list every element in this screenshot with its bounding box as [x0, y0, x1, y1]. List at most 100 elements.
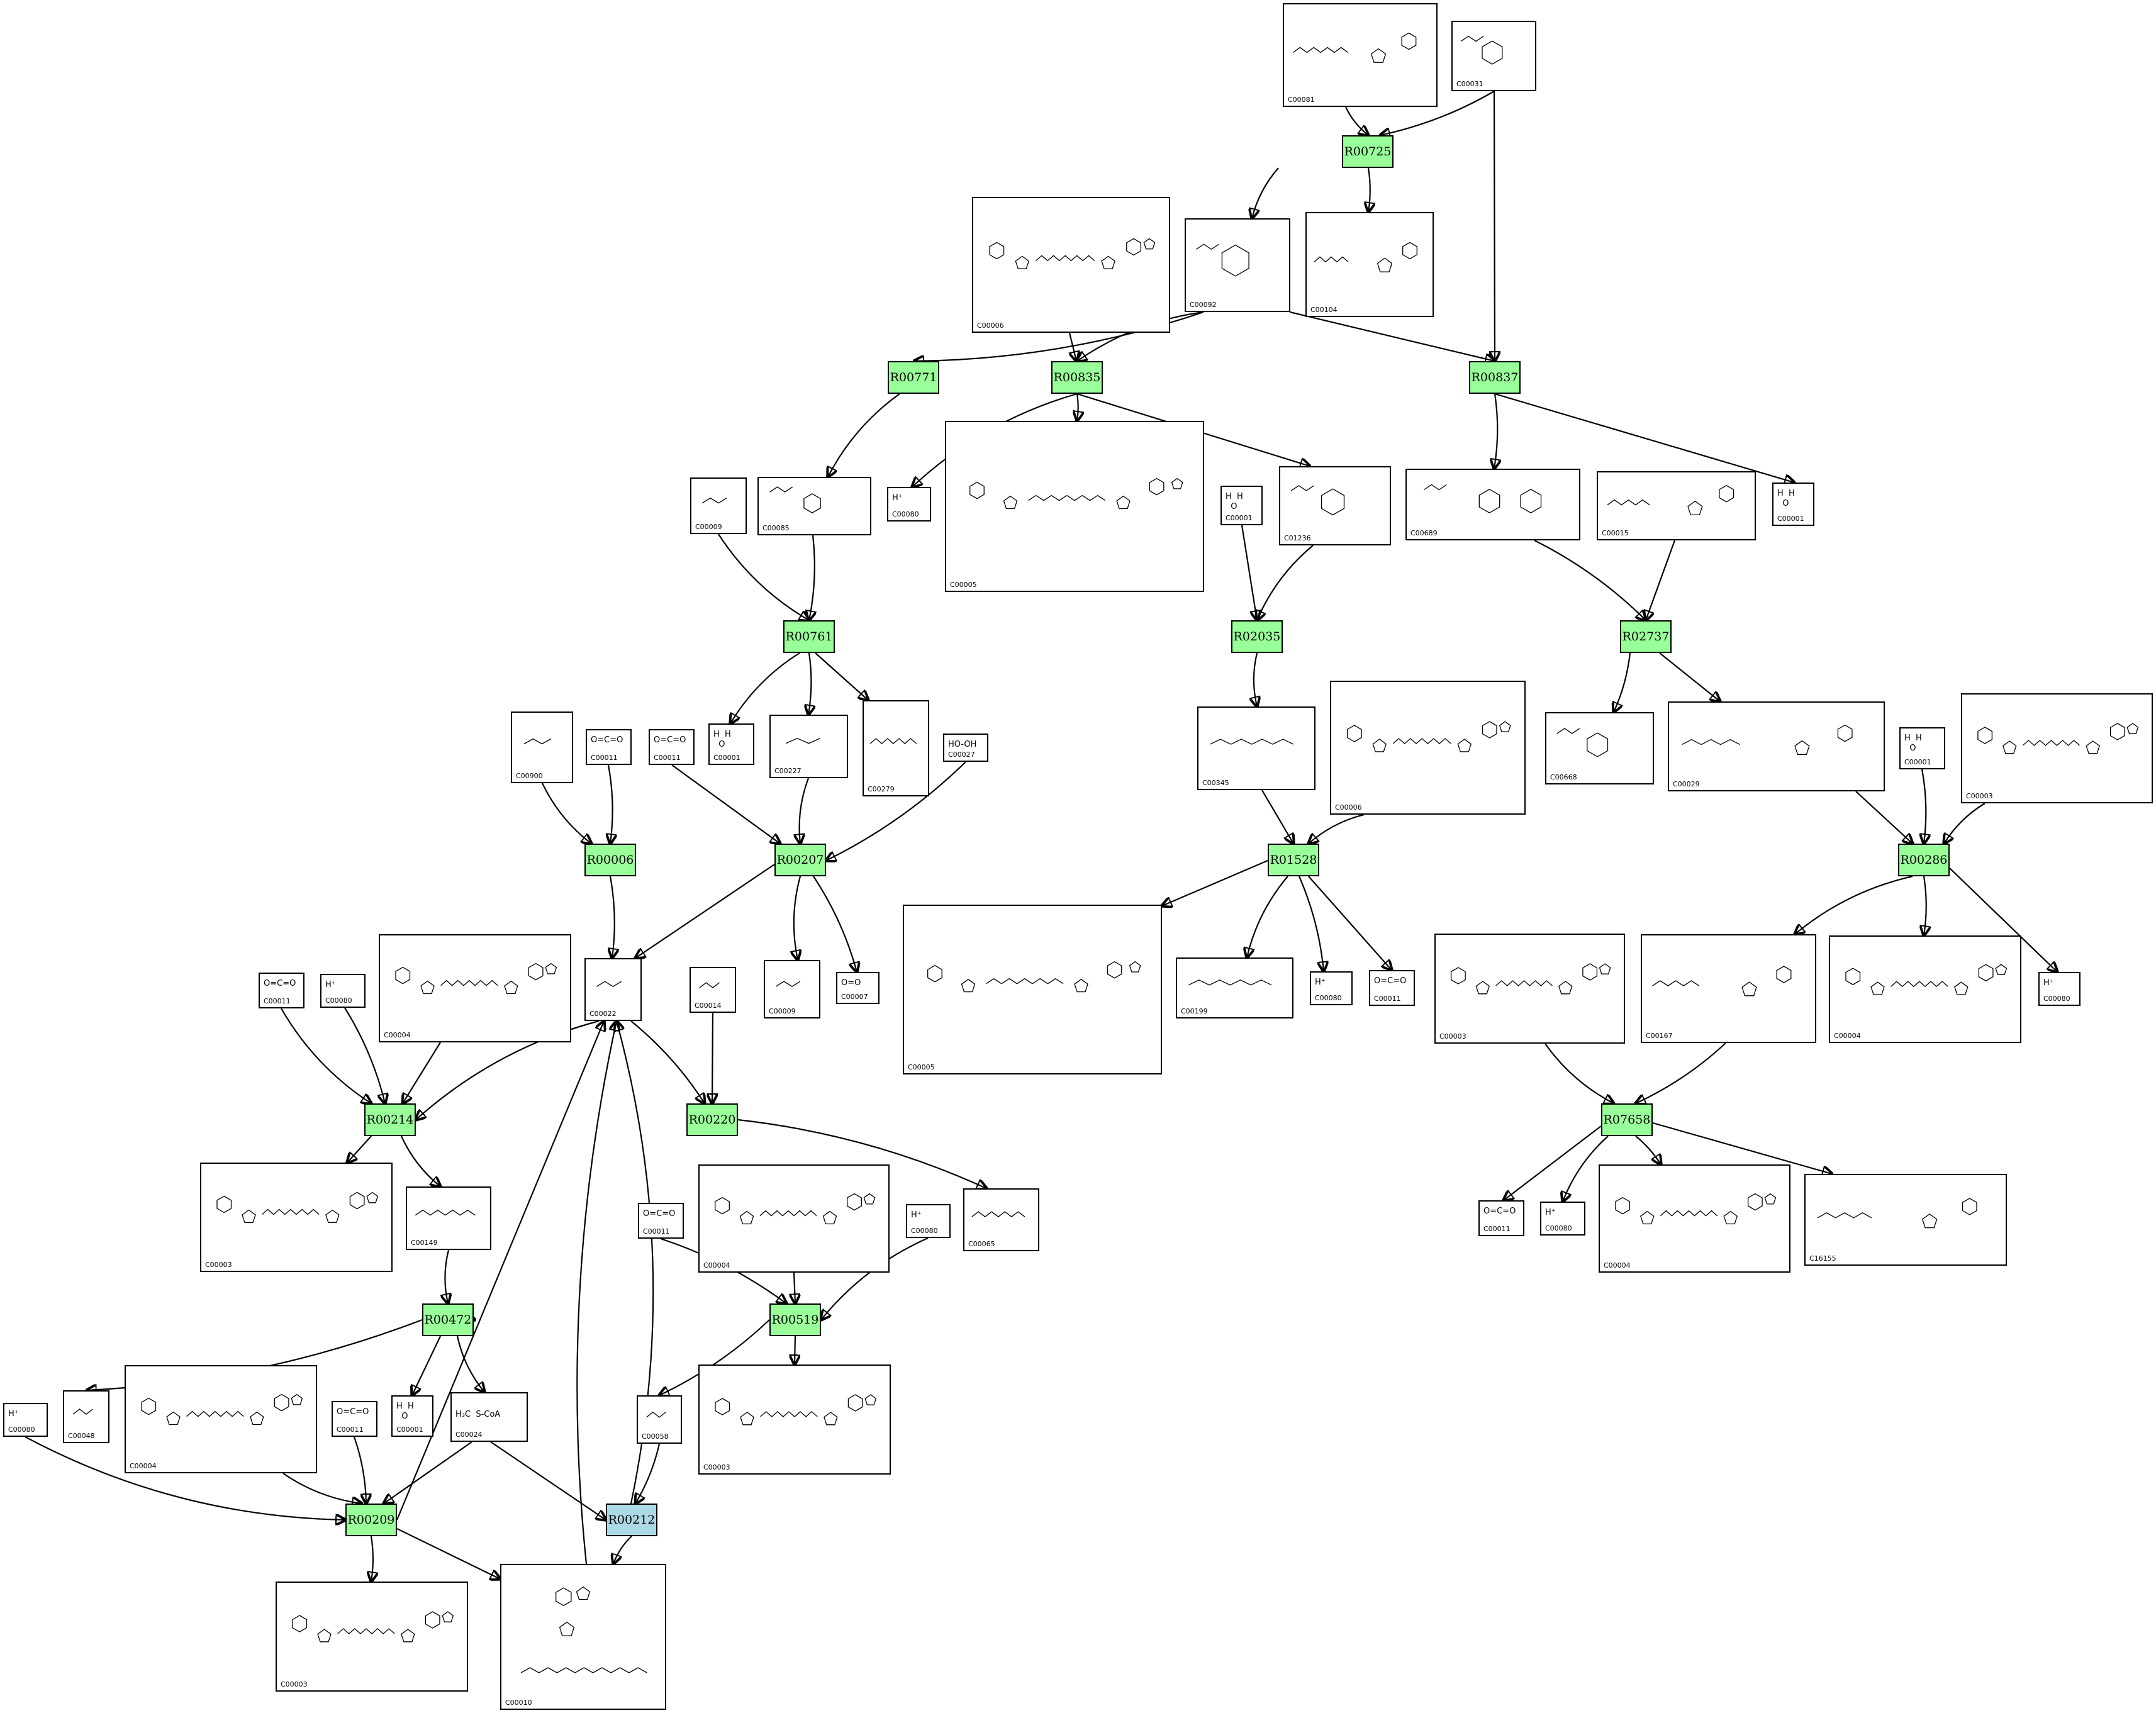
compound-c00104[interactable]: C00104: [1305, 212, 1434, 317]
compound-c00003[interactable]: C00003: [1434, 934, 1625, 1044]
reaction-r00207[interactable]: R00207: [774, 844, 826, 876]
compound-c00003[interactable]: C00003: [1961, 693, 2153, 803]
compound-label: H H O: [1777, 489, 1795, 508]
compound-c00149[interactable]: C00149: [406, 1186, 491, 1250]
reaction-r02737[interactable]: R02737: [1620, 620, 1672, 653]
compound-c00048[interactable]: C00048: [63, 1390, 109, 1443]
compound-c00080[interactable]: H⁺C00080: [906, 1204, 951, 1238]
compound-id: C00003: [1966, 792, 1993, 800]
reaction-edge: [490, 1441, 606, 1520]
reaction-r00761[interactable]: R00761: [783, 620, 835, 653]
compound-c00080[interactable]: H⁺C00080: [1310, 971, 1353, 1005]
reaction-r00472[interactable]: R00472: [422, 1303, 474, 1336]
compound-c00345[interactable]: C00345: [1197, 706, 1315, 790]
reaction-r00212[interactable]: R00212: [606, 1504, 657, 1536]
compound-id: C00080: [1315, 994, 1342, 1002]
reaction-edge: [815, 652, 868, 700]
compound-id: C00900: [516, 772, 543, 780]
compound-c00080[interactable]: H⁺C00080: [320, 974, 366, 1008]
reaction-r00006[interactable]: R00006: [584, 844, 636, 876]
compound-c00031[interactable]: C00031: [1451, 21, 1536, 91]
compound-id: C00104: [1310, 306, 1338, 314]
compound-c00085[interactable]: C00085: [757, 477, 871, 535]
compound-c00010[interactable]: C00010: [500, 1564, 666, 1710]
compound-c00080[interactable]: H⁺C00080: [887, 487, 931, 522]
compound-c00005[interactable]: C00005: [945, 421, 1204, 592]
reaction-r02035[interactable]: R02035: [1231, 620, 1283, 653]
reaction-r00214[interactable]: R00214: [364, 1103, 416, 1136]
compound-c00006[interactable]: C00006: [1330, 681, 1526, 815]
structure-icon: [785, 737, 820, 744]
compound-c00080[interactable]: H⁺C00080: [2038, 972, 2081, 1006]
compound-c00003[interactable]: C00003: [200, 1163, 393, 1272]
reaction-r00209[interactable]: R00209: [345, 1504, 397, 1536]
compound-id: C00011: [591, 754, 618, 762]
compound-c00080[interactable]: H⁺C00080: [1540, 1202, 1585, 1236]
reaction-r00835[interactable]: R00835: [1051, 361, 1103, 394]
compound-c00092[interactable]: C00092: [1185, 218, 1290, 312]
compound-label: H H O: [713, 730, 731, 749]
compound-c00014[interactable]: C00014: [690, 967, 736, 1013]
reaction-r00220[interactable]: R00220: [686, 1103, 738, 1136]
reaction-edge: [1922, 769, 1926, 844]
compound-c00081[interactable]: C00081: [1283, 3, 1438, 107]
reaction-r00837[interactable]: R00837: [1469, 361, 1521, 394]
reaction-r01528[interactable]: R01528: [1268, 844, 1319, 876]
compound-c00080[interactable]: H⁺C00080: [3, 1403, 48, 1437]
reaction-r00771[interactable]: R00771: [888, 361, 939, 394]
reaction-r00725[interactable]: R00725: [1342, 135, 1394, 168]
compound-c00668[interactable]: C00668: [1545, 712, 1654, 784]
compound-c00279[interactable]: C00279: [863, 700, 929, 796]
compound-c00009[interactable]: C00009: [764, 960, 820, 1018]
compound-c00004[interactable]: C00004: [1599, 1164, 1790, 1273]
reaction-edge: [800, 778, 810, 844]
compound-c00227[interactable]: C00227: [769, 715, 848, 778]
compound-c00022[interactable]: C00022: [584, 958, 642, 1021]
compound-c00015[interactable]: C00015: [1597, 471, 1756, 540]
compound-c00065[interactable]: C00065: [963, 1188, 1039, 1251]
compound-c01236[interactable]: C01236: [1279, 466, 1391, 545]
reaction-edge: [794, 876, 800, 960]
compound-id: C00001: [396, 1426, 423, 1434]
compound-c00006[interactable]: C00006: [972, 197, 1170, 333]
compound-id: C00010: [505, 1699, 532, 1707]
compound-id: C00029: [1673, 780, 1700, 788]
compound-c00900[interactable]: C00900: [511, 711, 573, 783]
compound-c00004[interactable]: C00004: [698, 1164, 890, 1273]
compound-id: C00003: [205, 1261, 232, 1269]
reaction-r07658[interactable]: R07658: [1601, 1103, 1653, 1136]
reaction-r00286[interactable]: R00286: [1898, 844, 1950, 876]
compound-c00029[interactable]: C00029: [1668, 701, 1885, 791]
reaction-edge: [808, 652, 811, 715]
compound-c00005[interactable]: C00005: [903, 905, 1162, 1074]
compound-c00004[interactable]: C00004: [125, 1365, 317, 1473]
compound-c00004[interactable]: C00004: [1829, 935, 2021, 1043]
compound-c00058[interactable]: C00058: [637, 1395, 682, 1444]
compound-c00004[interactable]: C00004: [379, 934, 571, 1042]
reaction-edge: [1534, 540, 1646, 620]
compound-c00003[interactable]: C00003: [276, 1582, 468, 1692]
compound-c16155[interactable]: C16155: [1804, 1174, 2007, 1266]
compound-c00167[interactable]: C00167: [1641, 934, 1816, 1043]
compound-c00689[interactable]: C00689: [1405, 469, 1580, 540]
compound-c00003[interactable]: C00003: [698, 1364, 891, 1475]
compound-c00009[interactable]: C00009: [690, 477, 747, 534]
reaction-r00519[interactable]: R00519: [769, 1303, 821, 1336]
reaction-edge: [828, 393, 900, 477]
compound-c00199[interactable]: C00199: [1176, 957, 1293, 1018]
